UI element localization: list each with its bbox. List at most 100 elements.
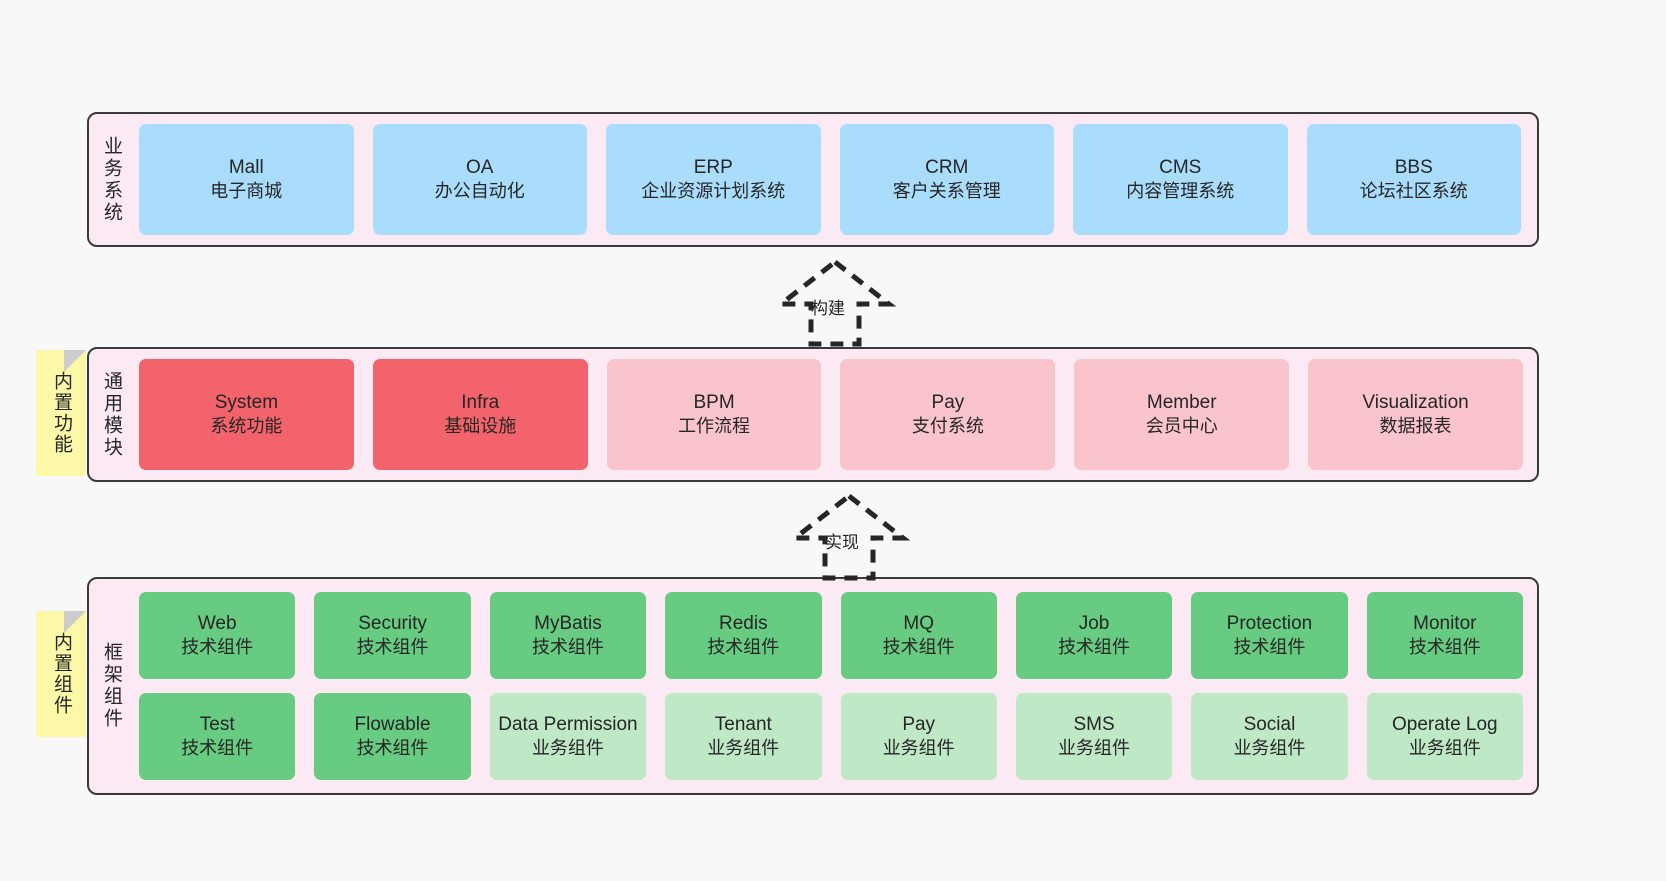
card-subtitle: 业务组件 xyxy=(1058,738,1131,759)
card-title: Web xyxy=(197,612,237,634)
card-bpm[interactable]: BPM 工作流程 xyxy=(606,359,822,470)
card-subtitle: 技术组件 xyxy=(356,637,429,658)
card-title: System xyxy=(214,391,279,413)
card-subtitle: 技术组件 xyxy=(531,637,604,658)
card-title: Protection xyxy=(1226,612,1313,634)
card-title: Monitor xyxy=(1413,612,1477,634)
card-title: Member xyxy=(1146,391,1217,413)
card-visualization[interactable]: Visualization 数据报表 xyxy=(1308,359,1523,470)
connector-build: 构建 xyxy=(755,258,915,348)
implement-arrow-outline xyxy=(787,492,911,581)
card-title: BBS xyxy=(1394,156,1433,178)
card-mq[interactable]: MQ 技术组件 xyxy=(840,592,997,679)
card-infra[interactable]: Infra 基础设施 xyxy=(372,359,588,470)
card-cms[interactable]: CMS 内容管理系统 xyxy=(1073,124,1288,235)
card-title: Job xyxy=(1078,612,1110,634)
card-subtitle: 技术组件 xyxy=(356,738,429,759)
card-subtitle: 论坛社区系统 xyxy=(1359,181,1468,202)
card-title: OA xyxy=(466,156,494,178)
note-builtin-function-label: 内置功能 xyxy=(50,371,72,455)
card-title: CRM xyxy=(925,156,969,178)
card-web[interactable]: Web 技术组件 xyxy=(139,592,296,679)
card-subtitle: 技术组件 xyxy=(707,637,780,658)
card-title: SMS xyxy=(1073,713,1115,735)
card-title: Social xyxy=(1243,713,1296,735)
card-title: Tenant xyxy=(714,713,772,735)
layer-common-modules: 通用模块 System 系统功能 Infra 基础设施 BPM 工作流程 Pay 支付系统 Me… xyxy=(87,347,1539,482)
card-title: Test xyxy=(199,713,235,735)
note-builtin-component: 内置组件 xyxy=(36,611,86,737)
card-title: Infra xyxy=(461,391,500,413)
card-subtitle: 技术组件 xyxy=(1408,637,1481,658)
card-social[interactable]: Social 业务组件 xyxy=(1191,693,1348,780)
card-subtitle: 业务组件 xyxy=(531,738,604,759)
card-title: Flowable xyxy=(354,713,431,735)
card-mybatis[interactable]: MyBatis 技术组件 xyxy=(489,592,647,679)
card-title: Mall xyxy=(228,156,264,178)
note-builtin-function: 内置功能 xyxy=(36,350,86,476)
card-subtitle: 客户关系管理 xyxy=(892,181,1001,202)
note-builtin-component-label: 内置组件 xyxy=(50,632,72,716)
card-subtitle: 支付系统 xyxy=(911,416,984,437)
card-title: BPM xyxy=(693,391,735,413)
card-subtitle: 业务组件 xyxy=(707,738,780,759)
card-system[interactable]: System 系统功能 xyxy=(139,359,354,470)
layer-body-common-modules: System 系统功能 Infra 基础设施 BPM 工作流程 Pay 支付系统 Member 会… xyxy=(133,349,1537,480)
card-title: Pay xyxy=(902,713,936,735)
card-crm[interactable]: CRM 客户关系管理 xyxy=(839,124,1054,235)
card-title: MQ xyxy=(903,612,934,634)
card-pay[interactable]: Pay 业务组件 xyxy=(840,693,997,780)
card-subtitle: 业务组件 xyxy=(1408,738,1481,759)
card-subtitle: 电子商城 xyxy=(210,181,283,202)
card-sms[interactable]: SMS 业务组件 xyxy=(1015,693,1173,780)
layer-title-common-modules: 通用模块 xyxy=(100,370,122,459)
build-arrow-outline xyxy=(773,258,897,347)
card-subtitle: 办公自动化 xyxy=(434,181,525,202)
connector-implement: 实现 xyxy=(769,492,929,582)
card-title: Pay xyxy=(931,391,965,413)
card-subtitle: 基础设施 xyxy=(444,416,517,437)
card-protection[interactable]: Protection 技术组件 xyxy=(1191,592,1348,679)
card-subtitle: 技术组件 xyxy=(1058,637,1131,658)
card-subtitle: 业务组件 xyxy=(1233,738,1306,759)
card-flowable[interactable]: Flowable 技术组件 xyxy=(314,693,471,780)
card-title: Redis xyxy=(719,612,768,634)
card-tenant[interactable]: Tenant 业务组件 xyxy=(665,693,822,780)
card-bbs[interactable]: BBS 论坛社区系统 xyxy=(1306,124,1521,235)
card-subtitle: 企业资源计划系统 xyxy=(641,181,786,202)
card-subtitle: 工作流程 xyxy=(678,416,751,437)
card-monitor[interactable]: Monitor 技术组件 xyxy=(1366,592,1523,679)
card-subtitle: 数据报表 xyxy=(1379,416,1452,437)
layer-title-framework-components: 框架组件 xyxy=(100,642,122,730)
card-subtitle: 系统功能 xyxy=(210,416,283,437)
card-subtitle: 技术组件 xyxy=(181,637,254,658)
card-job[interactable]: Job 技术组件 xyxy=(1015,592,1173,679)
connector-implement-label: 实现 xyxy=(825,533,859,552)
card-subtitle: 内容管理系统 xyxy=(1126,181,1235,202)
card-pay[interactable]: Pay 支付系统 xyxy=(840,359,1056,470)
card-oa[interactable]: OA 办公自动化 xyxy=(372,124,587,235)
card-title: Visualization xyxy=(1362,391,1469,413)
card-title: CMS xyxy=(1159,156,1202,178)
card-row: System 系统功能 Infra 基础设施 BPM 工作流程 Pay 支付系统 Member 会… xyxy=(139,359,1523,470)
card-subtitle: 技术组件 xyxy=(1233,637,1306,658)
card-subtitle: 业务组件 xyxy=(882,738,955,759)
card-member[interactable]: Member 会员中心 xyxy=(1074,359,1290,470)
card-subtitle: 技术组件 xyxy=(882,637,955,658)
card-subtitle: 会员中心 xyxy=(1145,416,1218,437)
card-title: MyBatis xyxy=(534,612,602,634)
card-redis[interactable]: Redis 技术组件 xyxy=(665,592,822,679)
card-mall[interactable]: Mall 电子商城 xyxy=(139,124,354,235)
